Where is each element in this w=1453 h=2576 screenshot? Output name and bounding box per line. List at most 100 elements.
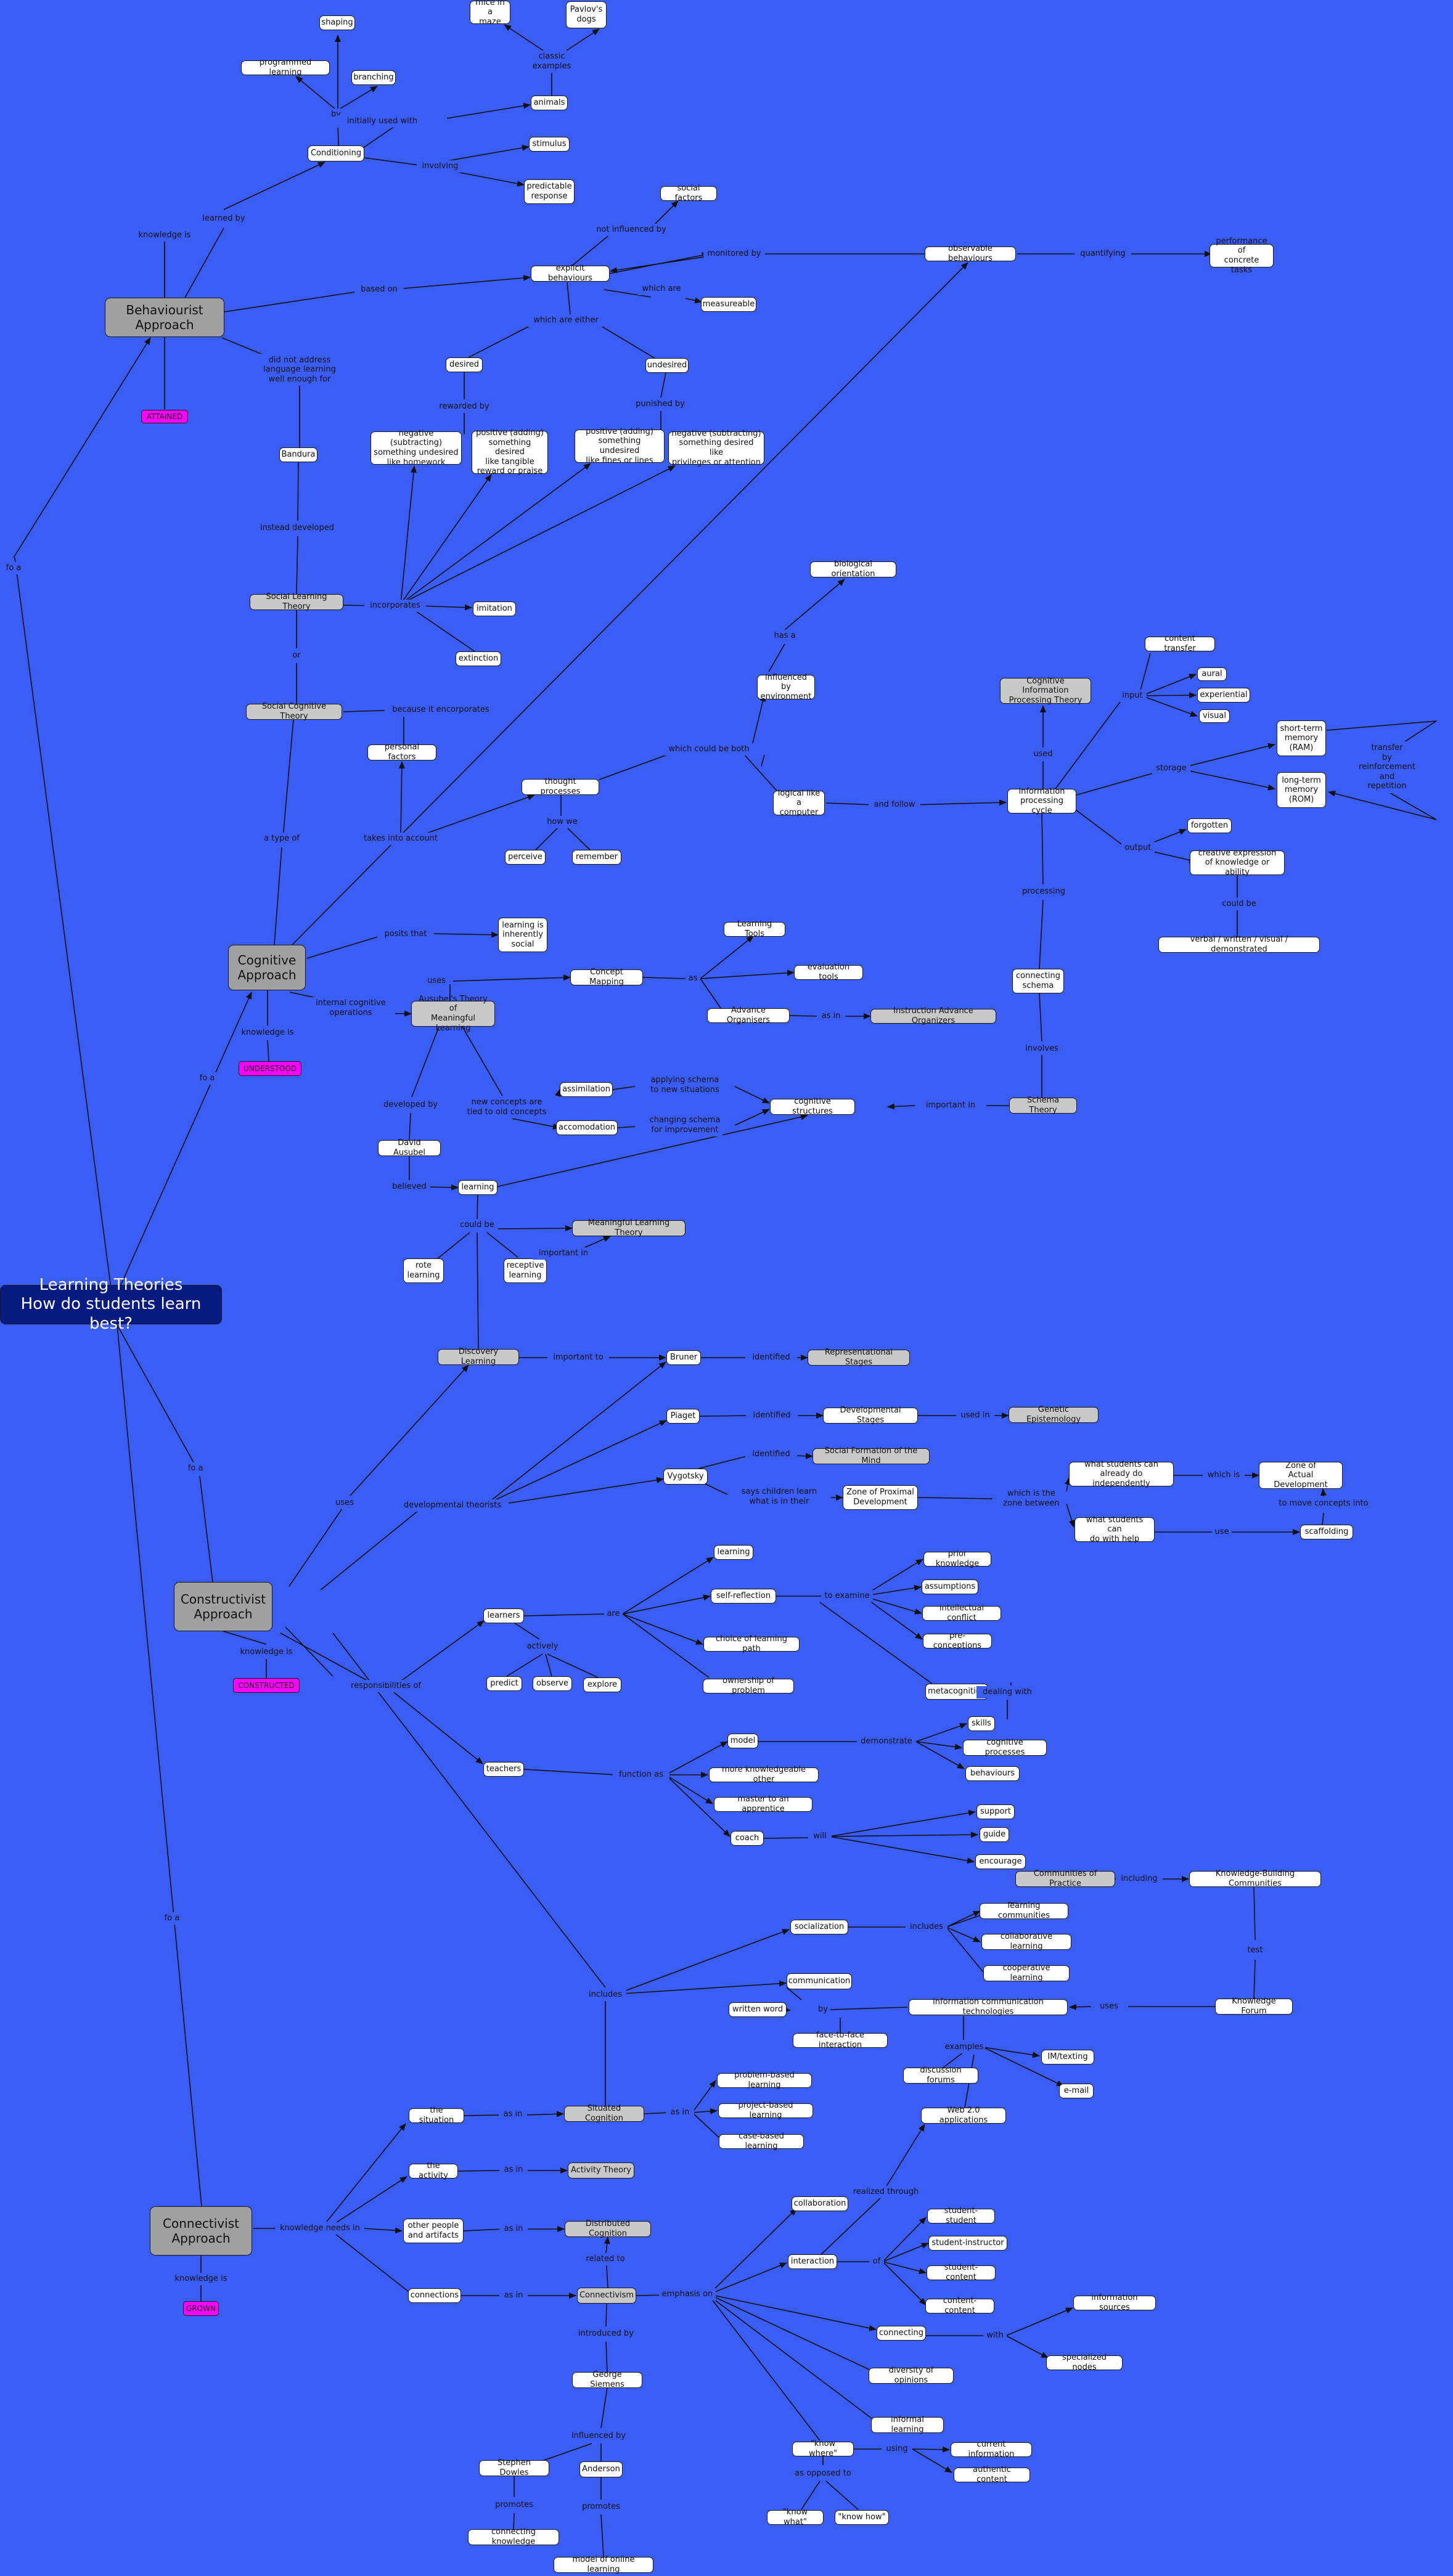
- concept-node-thought[interactable]: thought processes: [522, 777, 599, 796]
- concept-node-socialization[interactable]: socialization: [790, 1920, 848, 1934]
- concept-node-mice[interactable]: mice in a maze: [470, 0, 510, 26]
- concept-node-ipc[interactable]: information processing cycle: [1007, 787, 1076, 815]
- concept-node-web20[interactable]: Web 2.0 applications: [921, 2106, 1006, 2125]
- concept-node-know-where[interactable]: "know where": [792, 2439, 854, 2458]
- concept-node-current[interactable]: current information: [951, 2440, 1032, 2459]
- concept-node-rote[interactable]: rote learning: [403, 1258, 444, 1283]
- concept-node-activity[interactable]: the activity: [409, 2161, 458, 2180]
- concept-node-other-people[interactable]: other people and artifacts: [403, 2219, 464, 2243]
- concept-node-ltm[interactable]: long-term memory (ROM): [1277, 772, 1326, 808]
- concept-node-explore[interactable]: explore: [583, 1677, 621, 1692]
- concept-node-anderson[interactable]: Anderson: [579, 2461, 623, 2477]
- concept-node-pbl[interactable]: problem-based learning: [717, 2071, 812, 2090]
- concept-node-encourage[interactable]: encourage: [975, 1854, 1026, 1869]
- concept-node-inherently[interactable]: learning is inherently social: [498, 918, 547, 952]
- concept-node-situated[interactable]: Situated Cognition: [564, 2104, 644, 2123]
- concept-node-cog-proc[interactable]: cognitive processes: [963, 1738, 1047, 1757]
- concept-node-online-model[interactable]: model of online learning: [554, 2555, 653, 2574]
- concept-node-learning2[interactable]: learning: [714, 1545, 753, 1560]
- concept-node-influenced[interactable]: influenced by environment: [757, 673, 815, 701]
- concept-node-bandura[interactable]: Bandura: [279, 447, 317, 462]
- concept-node-cog-struct[interactable]: cognitive structures: [770, 1097, 855, 1116]
- concept-node-cbl[interactable]: case-based learning: [719, 2132, 804, 2151]
- concept-node-indep[interactable]: what students can already do independent…: [1069, 1460, 1174, 1488]
- concept-node-master[interactable]: master to an apprentice: [714, 1795, 812, 1814]
- concept-node-diversity[interactable]: diversity of opinions: [869, 2366, 954, 2385]
- concept-node-animals[interactable]: animals: [531, 96, 568, 110]
- knowledge-badge-cog-k[interactable]: UNDERSTOOD: [239, 1061, 301, 1076]
- concept-node-kf[interactable]: Knowledge Forum: [1215, 1997, 1293, 2016]
- concept-node-intellectual[interactable]: intellectual conflict: [922, 1604, 1001, 1623]
- concept-node-imitation[interactable]: imitation: [473, 601, 516, 616]
- concept-node-know-how[interactable]: "know how": [835, 2510, 889, 2525]
- concept-node-collaboration[interactable]: collaboration: [792, 2196, 848, 2211]
- concept-node-gen-epi[interactable]: Genetic Epistemology: [1009, 1405, 1099, 1424]
- concept-node-zad[interactable]: Zone of Actual Development: [1259, 1461, 1343, 1490]
- concept-node-downes[interactable]: Stephen Dowles: [479, 2458, 549, 2477]
- concept-node-performance[interactable]: performance of concrete tasks: [1209, 237, 1274, 275]
- concept-node-pos-reward[interactable]: positive (adding) something desired like…: [472, 428, 548, 476]
- concept-node-communication[interactable]: communication: [787, 1973, 852, 1989]
- concept-node-stimulus[interactable]: stimulus: [529, 137, 570, 152]
- concept-node-assumptions[interactable]: assumptions: [922, 1579, 978, 1594]
- concept-node-discovery[interactable]: Discovery Learning: [438, 1347, 519, 1366]
- concept-node-observe[interactable]: observe: [533, 1676, 572, 1691]
- concept-node-zpd-box[interactable]: Zone of Proximal Development: [843, 1485, 918, 1510]
- concept-node-predict[interactable]: predict: [486, 1676, 522, 1691]
- concept-node-experiential[interactable]: experiential: [1197, 688, 1250, 703]
- concept-node-preconceptions[interactable]: pre-conceptions: [923, 1631, 992, 1650]
- concept-node-aural[interactable]: aural: [1197, 667, 1227, 681]
- concept-node-teachers[interactable]: teachers: [483, 1762, 524, 1777]
- concept-node-social-form[interactable]: Social Formation of the Mind: [812, 1446, 930, 1465]
- concept-node-instr-adv[interactable]: Instruction Advance Organizers: [870, 1006, 996, 1025]
- knowledge-badge-connect-k[interactable]: GROWN: [183, 2301, 219, 2316]
- concept-node-remember[interactable]: remember: [572, 850, 621, 865]
- concept-node-content-transfer[interactable]: content transfer: [1145, 634, 1215, 653]
- concept-node-desired[interactable]: desired: [446, 357, 483, 372]
- concept-node-accomodation[interactable]: accomodation: [556, 1120, 618, 1135]
- concept-node-situation[interactable]: the situation: [409, 2106, 464, 2125]
- concept-node-connectivism[interactable]: Connectivism: [577, 2288, 636, 2304]
- concept-node-receptive[interactable]: receptive learning: [504, 1258, 547, 1283]
- concept-node-know-what[interactable]: "know what": [767, 2508, 824, 2527]
- concept-node-creative[interactable]: creative expression of knowledge or abil…: [1190, 849, 1285, 877]
- concept-node-personal[interactable]: personal factors: [367, 743, 436, 762]
- concept-node-connecting-schema[interactable]: connecting schema: [1012, 969, 1064, 993]
- concept-node-written-word[interactable]: written word: [729, 2002, 787, 2017]
- concept-node-stm[interactable]: short-term memory (RAM): [1277, 720, 1326, 756]
- concept-node-assimilation[interactable]: assimilation: [560, 1082, 613, 1097]
- map-title-root[interactable]: Learning Theories How do students learn …: [0, 1276, 222, 1333]
- concept-node-schema[interactable]: Schema Theory: [1009, 1096, 1077, 1115]
- concept-node-measureable[interactable]: measureable: [701, 297, 756, 312]
- concept-node-branching[interactable]: branching: [351, 70, 396, 85]
- concept-node-coop-learning[interactable]: cooperative learning: [983, 1963, 1070, 1983]
- concept-node-choice[interactable]: choice of learning path: [703, 1634, 800, 1653]
- concept-node-david[interactable]: David Ausubel: [378, 1138, 441, 1157]
- concept-node-visual[interactable]: visual: [1199, 709, 1230, 723]
- concept-node-self-reflection[interactable]: self-reflection: [711, 1589, 776, 1604]
- concept-node-advance-org[interactable]: Advance Organisers: [707, 1006, 790, 1025]
- concept-node-ict[interactable]: information communication technologies: [909, 1997, 1068, 2016]
- concept-node-undesired[interactable]: undesired: [645, 358, 689, 373]
- concept-node-prog[interactable]: programmed learning: [241, 58, 330, 77]
- concept-node-im[interactable]: IM/texting: [1041, 2050, 1094, 2064]
- concept-node-learning-tools[interactable]: Learning Tools: [724, 919, 785, 939]
- concept-node-learning[interactable]: learning: [458, 1180, 497, 1195]
- concept-node-pos-fines[interactable]: positive (adding) something undesired li…: [575, 427, 665, 465]
- knowledge-badge-constr-k[interactable]: CONSTRUCTED: [233, 1678, 300, 1693]
- concept-node-logical[interactable]: logical like a computer: [773, 789, 825, 817]
- concept-node-social-factors[interactable]: social factors: [660, 184, 717, 203]
- concept-node-cop[interactable]: Communities of Practice: [1015, 1869, 1115, 1888]
- concept-node-info-sources[interactable]: information sources: [1073, 2293, 1156, 2312]
- concept-node-guide[interactable]: guide: [980, 1827, 1009, 1842]
- concept-node-verbal[interactable]: verbal / written / visual / demonstrated: [1158, 935, 1320, 954]
- concept-node-conn-knowledge[interactable]: connecting knowledge: [468, 2527, 559, 2546]
- concept-node-mlt[interactable]: Meaningful Learning Theory: [572, 1218, 686, 1237]
- concept-node-piaget[interactable]: Piaget: [666, 1409, 700, 1424]
- concept-node-informal[interactable]: informal learning: [871, 2415, 944, 2434]
- concept-node-kbc[interactable]: Knowledge-Building Communities: [1189, 1869, 1321, 1888]
- concept-node-perceive[interactable]: perceive: [505, 850, 546, 865]
- concept-node-support[interactable]: support: [976, 1804, 1015, 1819]
- knowledge-badge-behav-k[interactable]: ATTAINED: [141, 410, 188, 423]
- concept-node-neg-priv[interactable]: negative (subtracting) something desired…: [668, 429, 764, 467]
